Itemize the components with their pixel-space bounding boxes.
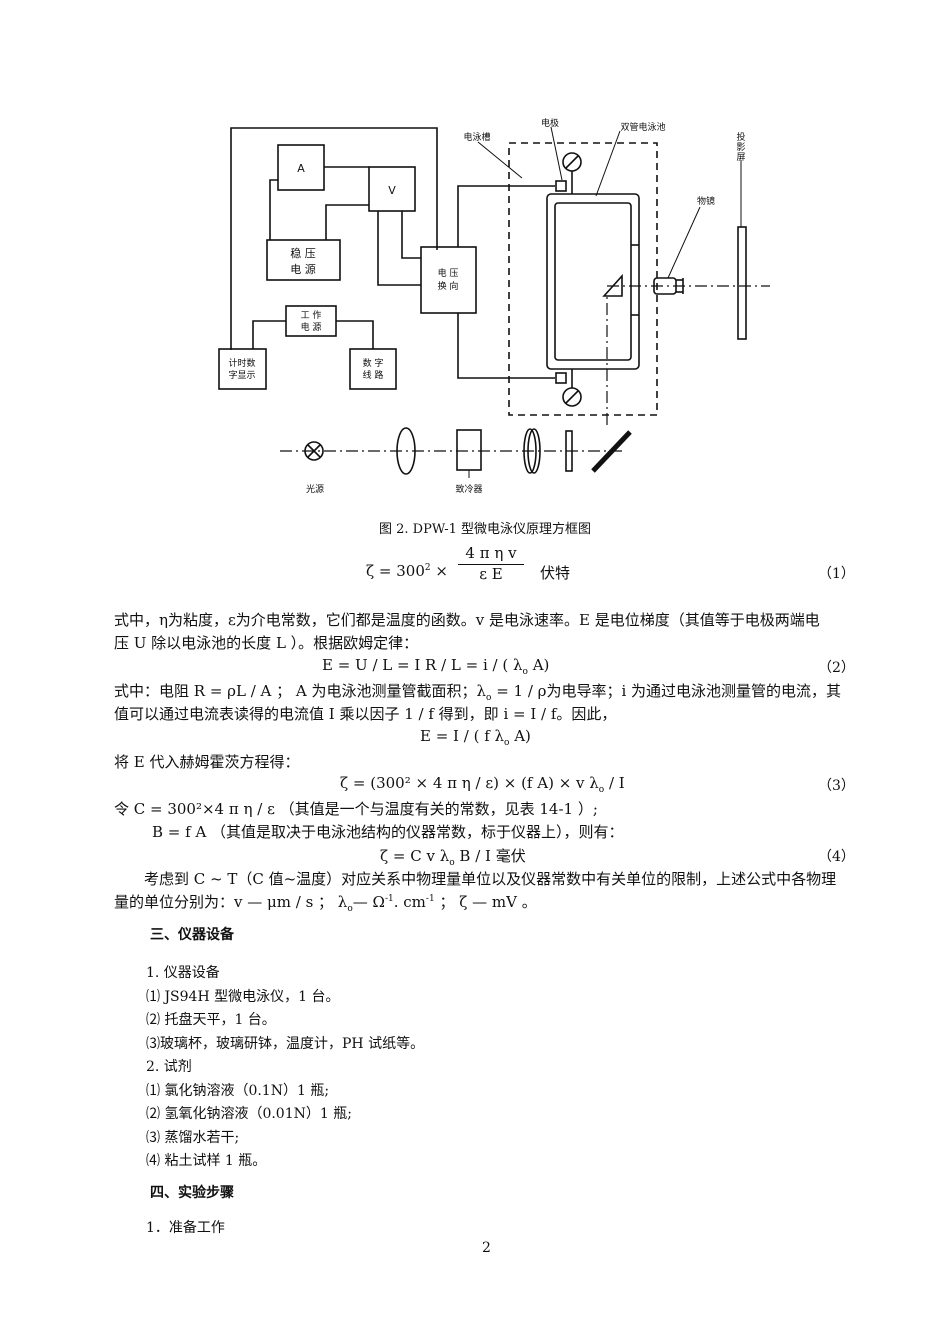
item-0: 1. 仪器设备	[146, 965, 220, 981]
section-3-heading: 三、仪器设备	[150, 927, 234, 943]
eq4: ζ = C v λo B / I 毫伏	[380, 847, 526, 868]
eq2-number: （2）	[818, 660, 855, 676]
para1-line1: 式中，η为粘度，ε为介电常数，它们都是温度的函数。v 是电泳速率。E 是电位梯度…	[114, 611, 820, 629]
para2-line2: 值可以通过电流表读得的电流值 I 乘以因子 1 / f 得到，即 i = I /…	[114, 705, 617, 723]
switch-label-2: 换 向	[438, 280, 459, 292]
substitution-line: 将 E 代入赫姆霍茨方程得：	[114, 753, 300, 771]
eq3-number: （3）	[818, 778, 855, 794]
para3-line2: 量的单位分别为：v — μm / s ； λo— Ω-1. cm-1 ； ζ —…	[114, 893, 537, 914]
item-5: ⑴ 氯化钠溶液（0.1N）1 瓶;	[146, 1083, 330, 1099]
box-v-label: V	[388, 184, 396, 197]
tank-label: 电泳槽	[463, 131, 490, 143]
eq1-number: （1）	[818, 566, 855, 582]
para2-line1: 式中：电阻 R = ρL / A ； A 为电泳池测量管截面积；λo = 1 /…	[114, 682, 842, 703]
svg-text:影: 影	[736, 142, 745, 153]
eq1-unit: 伏特	[540, 564, 571, 582]
eq3: ζ = (300² × 4 π η / ε) × (f A) × v λo / …	[340, 774, 625, 795]
para3-line1: 考虑到 C ~ T（C 值~温度）对应关系中物理量单位以及仪器常数中有关单位的限…	[144, 870, 837, 888]
page-number: 2	[482, 1240, 491, 1256]
section-4-heading: 四、实验步骤	[150, 1185, 234, 1201]
timer-label-1: 计时数	[228, 357, 255, 369]
eq1-denominator: ε E	[479, 565, 503, 583]
work-power-label-2: 电 源	[301, 321, 322, 333]
digital-label-1: 数 字	[363, 357, 384, 369]
screen-label: 投 影 屏	[736, 131, 745, 163]
eq1-lhs: ζ = 3002 ×	[366, 562, 448, 580]
principle-diagram: A V 稳 压 电 源 电 压 换 向 工 作 电 源 计时数 字显示 数 字 …	[218, 117, 770, 495]
item-1: ⑴ JS94H 型微电泳仪，1 台。	[146, 989, 340, 1005]
light-source-label: 光源	[306, 483, 324, 495]
objective-label: 物镜	[697, 195, 715, 207]
item-6: ⑵ 氢氧化钠溶液（0.01N）1 瓶;	[146, 1106, 352, 1122]
digital-label-2: 线 路	[363, 369, 384, 381]
figure-caption: 图 2. DPW-1 型微电泳仪原理方框图	[379, 522, 592, 537]
item-2: ⑵ 托盘天平，1 台。	[146, 1012, 276, 1028]
item-7: ⑶ 蒸馏水若干;	[146, 1130, 240, 1146]
timer-label-2: 字显示	[228, 369, 255, 381]
stabilizer-label-1: 稳 压	[290, 246, 316, 260]
stabilizer-label-2: 电 源	[290, 262, 316, 276]
para1-line2: 压 U 除以电泳池的长度 L ）。根据欧姆定律：	[114, 634, 419, 652]
step-1-heading: 1．准备工作	[146, 1220, 225, 1236]
eq1-fraction: 4 π η v ε E	[458, 544, 524, 583]
eq4-number: （4）	[818, 849, 855, 865]
switch-label-1: 电 压	[438, 267, 459, 279]
svg-text:投: 投	[736, 131, 745, 143]
item-3: ⑶玻璃杯，玻璃研钵，温度计，PH 试纸等。	[146, 1036, 425, 1052]
item-8: ⑷ 粘土试样 1 瓶。	[146, 1153, 267, 1169]
eq2: E = U / L = I R / L = i / ( λo A)	[322, 656, 550, 677]
box-a-label: A	[297, 162, 305, 175]
let-b-line: B = f A （其值是取决于电泳池结构的仪器常数，标于仪器上），则有：	[152, 823, 624, 841]
eq-e: E = I / ( f λo A)	[420, 727, 531, 748]
item-4: 2. 试剂	[146, 1059, 192, 1075]
work-power-label-1: 工 作	[301, 309, 322, 321]
svg-text:屏: 屏	[736, 152, 745, 163]
let-c-line: 令 C = 300²×4 π η / ε （其值是一个与温度有关的常数，见表 1…	[114, 800, 598, 818]
eq1-numerator: 4 π η v	[458, 544, 524, 565]
dual-tube-label: 双管电泳池	[620, 121, 665, 133]
electrode-label: 电极	[541, 117, 559, 129]
cooler-label: 致冷器	[455, 483, 482, 495]
